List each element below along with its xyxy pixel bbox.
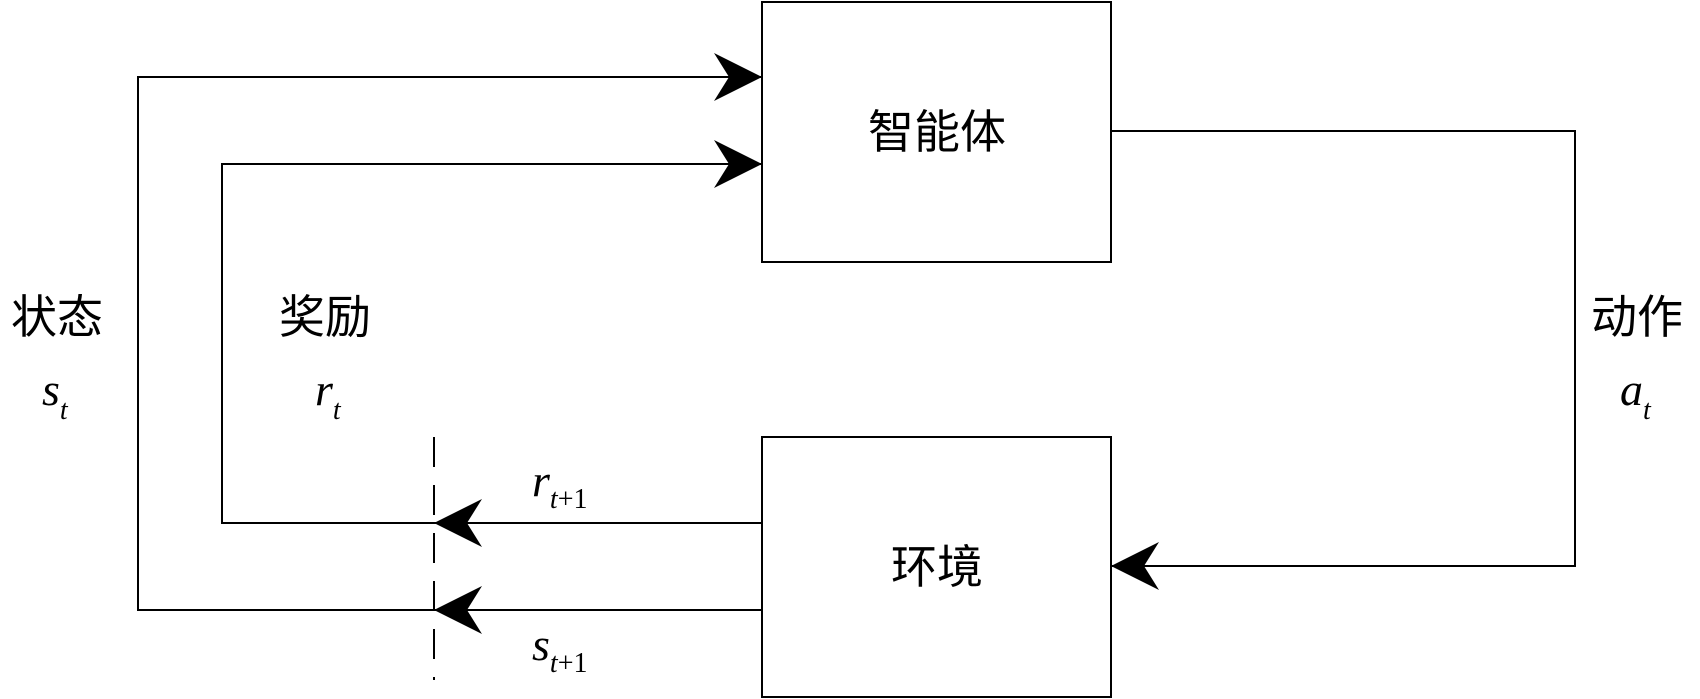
- state-arrow-head: [714, 53, 762, 101]
- reward-label: 奖励: [279, 290, 371, 344]
- reward-arrow-head: [714, 140, 762, 188]
- next-state-symbol: st+1: [532, 619, 587, 679]
- environment-label: 环境: [891, 540, 983, 594]
- next-reward-symbol: rt+1: [532, 455, 587, 515]
- state-symbol: st: [42, 364, 69, 426]
- environment-box: [761, 436, 1112, 698]
- agent-label: 智能体: [868, 105, 1006, 159]
- next-state-arrow-head: [434, 586, 482, 634]
- reward-feedback-line: [221, 163, 762, 524]
- action-line: [1111, 130, 1576, 567]
- agent-box: [761, 1, 1112, 263]
- state-label: 状态: [11, 290, 103, 344]
- reward-symbol: rt: [315, 364, 342, 426]
- action-symbol: at: [1620, 364, 1652, 426]
- action-label: 动作: [1591, 290, 1683, 344]
- next-reward-arrow-head: [434, 499, 482, 547]
- action-arrow-head: [1111, 542, 1159, 590]
